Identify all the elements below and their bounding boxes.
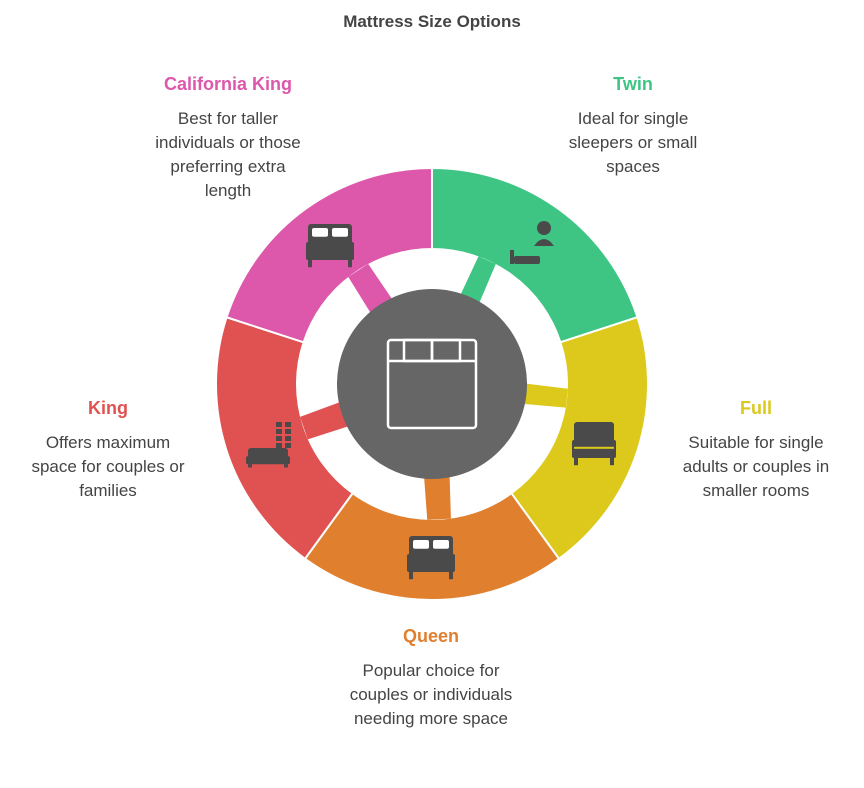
segment-connector-california-king (348, 263, 394, 315)
segment-desc-full: Suitable for single adults or couples in… (682, 433, 830, 500)
label-king: King Offers maximum space for couples or… (8, 398, 208, 503)
label-full: Full Suitable for single adults or coupl… (656, 398, 856, 503)
bed-full-icon (572, 422, 616, 466)
segment-connector-king (300, 401, 351, 440)
double-bed-queen-icon (407, 536, 455, 580)
label-california-king: California King Best for taller individu… (128, 74, 328, 203)
segment-king (215, 315, 355, 561)
segment-name-queen: Queen (402, 626, 459, 646)
segment-desc-king: Offers maximum space for couples or fami… (31, 433, 185, 500)
segment-desc-twin: Ideal for single sleepers or small space… (568, 109, 698, 176)
page-title: Mattress Size Options (343, 12, 521, 31)
label-twin: Twin Ideal for single sleepers or small … (533, 74, 733, 179)
segment-connector-twin (459, 256, 496, 305)
segment-connector-queen (423, 474, 451, 520)
segment-desc-california-king: Best for taller individuals or those pre… (155, 109, 301, 200)
segment-name-king: King (88, 398, 128, 418)
center-hub (337, 289, 527, 479)
mattress-icon (386, 338, 478, 430)
person-bed-twin-icon (510, 221, 554, 264)
double-bed-california-king-icon (306, 224, 354, 268)
segment-connector-full (521, 383, 568, 408)
segment-name-full: Full (740, 398, 772, 418)
segment-desc-queen: Popular choice for couples or individual… (349, 661, 513, 728)
segment-name-california-king: California King (163, 74, 292, 94)
label-queen: Queen Popular choice for couples or indi… (331, 626, 531, 731)
segment-name-twin: Twin (613, 74, 653, 94)
bed-building-king-icon (246, 422, 291, 468)
